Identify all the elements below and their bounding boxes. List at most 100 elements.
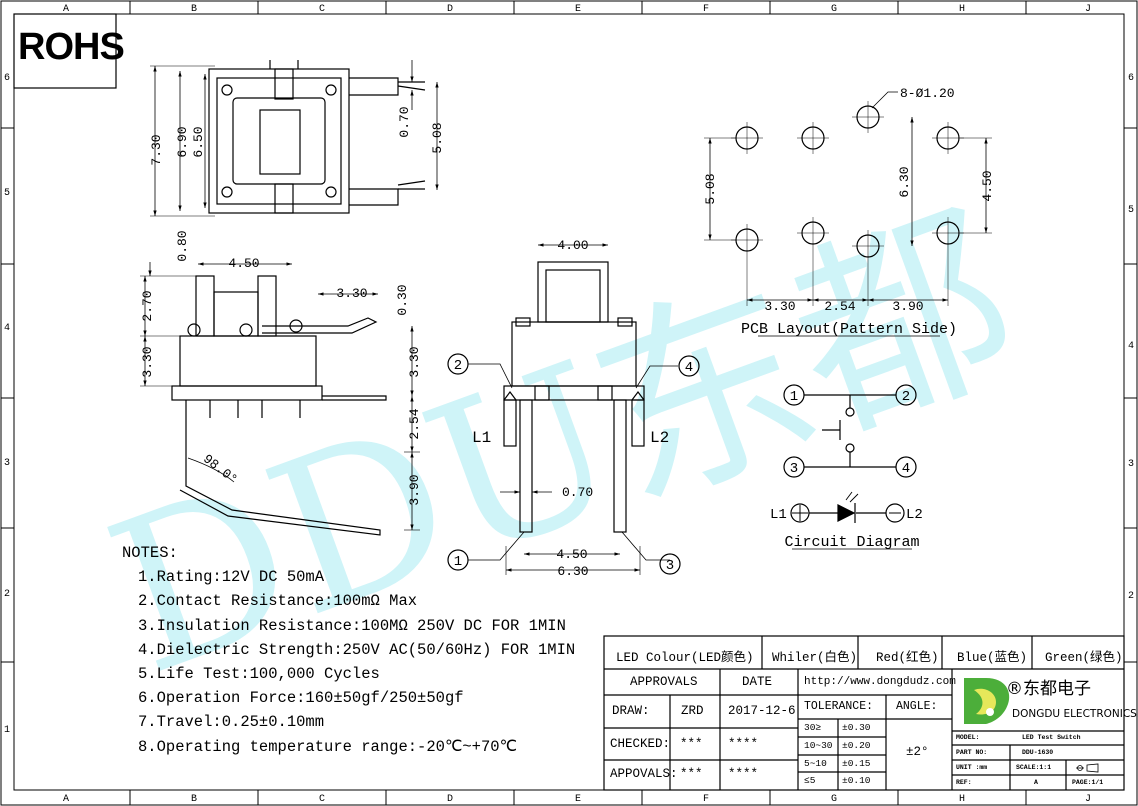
appovals-date: **** (728, 767, 759, 781)
svg-text:2: 2 (1128, 591, 1134, 602)
svg-text:0.30: 0.30 (395, 284, 410, 315)
date-header: DATE (742, 675, 773, 689)
part-no-label: PART NO: (956, 749, 988, 756)
svg-text:4.00: 4.00 (557, 238, 588, 253)
svg-text:E: E (575, 794, 581, 805)
notes-block: NOTES: 1.Rating:12V DC 50mA 2.Contact Re… (122, 541, 575, 759)
inner-border (13, 13, 1125, 791)
pcb-dims: 8-Ø1.20 5.08 6.30 4.50 3.30 2.54 3.90 PC… (703, 86, 995, 338)
tol-range: 30≥ (804, 722, 822, 733)
zone-col-bottom: A (63, 794, 69, 805)
circuit-diagram (783, 384, 917, 550)
svg-text:4: 4 (4, 323, 10, 334)
top-view-dims: 7.30 6.90 6.50 0.70 5.08 (149, 106, 445, 165)
part-no-value: DDU-1630 (1022, 749, 1054, 756)
svg-text:F: F (703, 4, 709, 15)
ref-label: REF: (956, 779, 972, 786)
draw-by: ZRD (681, 704, 704, 718)
svg-text:L2: L2 (650, 429, 669, 447)
svg-text:3.30: 3.30 (336, 286, 367, 301)
pcb-layout (704, 91, 992, 337)
svg-text:4.50: 4.50 (228, 256, 259, 271)
top-view (150, 60, 439, 217)
note-item: 5.Life Test:100,000 Cycles (138, 665, 380, 684)
svg-text:2.70: 2.70 (140, 290, 155, 321)
svg-text:5.08: 5.08 (430, 122, 445, 153)
svg-text:G: G (831, 4, 837, 15)
svg-text:3.90: 3.90 (407, 474, 422, 505)
svg-text:H: H (959, 794, 965, 805)
svg-text:0.70: 0.70 (562, 485, 593, 500)
zone-row-right: 6 (1128, 73, 1134, 84)
zone-row-left: 6 (4, 73, 10, 84)
draw-date: 2017-12-6 (728, 704, 796, 718)
note-item: 8.Operating temperature range:-20℃~+70℃ (138, 737, 517, 756)
svg-text:5.08: 5.08 (703, 173, 718, 204)
svg-text:3: 3 (666, 558, 674, 574)
svg-text:1: 1 (790, 389, 798, 405)
ref-value: A (1034, 779, 1038, 786)
svg-text:D: D (447, 4, 453, 15)
svg-text:1: 1 (454, 554, 462, 570)
model-value: LED Test Switch (1022, 734, 1081, 741)
svg-text:4.50: 4.50 (556, 547, 587, 562)
svg-text:6.30: 6.30 (897, 166, 912, 197)
svg-text:1: 1 (4, 725, 10, 736)
svg-text:3: 3 (1128, 459, 1134, 470)
company-name-cn: ®东都电子 (1006, 679, 1091, 699)
tol-value: ±0.20 (842, 740, 871, 751)
svg-text:D: D (447, 794, 453, 805)
website-url: http://www.dongdudz.com (804, 676, 956, 688)
circuit-caption: Circuit Diagram (784, 534, 919, 551)
rohs-mark: ROHS (18, 26, 125, 68)
svg-text:3.30: 3.30 (407, 346, 422, 377)
svg-text:8-Ø1.20: 8-Ø1.20 (900, 86, 955, 101)
model-label: MODEL: (956, 734, 980, 741)
draw-label: DRAW: (612, 704, 650, 718)
svg-text:4.50: 4.50 (980, 170, 995, 201)
side-view (140, 262, 420, 536)
svg-text:2.54: 2.54 (407, 408, 422, 439)
svg-text:6.50: 6.50 (191, 126, 206, 157)
page-value: PAGE:1/1 (1072, 779, 1104, 786)
notes-heading: NOTES: (122, 544, 178, 562)
svg-text:3.30: 3.30 (764, 299, 795, 314)
svg-text:L1: L1 (472, 429, 491, 447)
front-view-dims: 4.00 0.70 4.50 6.30 L1 L2 1 2 3 4 (454, 238, 693, 579)
note-item: 1.Rating:12V DC 50mA (138, 568, 325, 587)
tol-value: ±0.10 (842, 775, 871, 786)
colour-blue: Blue(蓝色) (957, 651, 1028, 665)
note-item: 6.Operation Force:160±50gf/250±50gf (138, 689, 464, 708)
svg-text:2.54: 2.54 (824, 299, 855, 314)
appovals-label: APPOVALS: (610, 767, 678, 781)
tol-range: 10~30 (804, 740, 833, 751)
svg-text:J: J (1085, 794, 1091, 805)
colour-green: Green(绿色) (1045, 651, 1123, 665)
title-block (603, 635, 1125, 791)
svg-text:4: 4 (1128, 341, 1134, 352)
svg-text:2: 2 (4, 589, 10, 600)
checked-date: **** (728, 737, 759, 751)
svg-text:2: 2 (902, 389, 910, 405)
appovals-by: *** (680, 767, 703, 781)
circuit-labels: 1 2 3 4 L1 L2 Circuit Diagram (770, 389, 923, 551)
tolerance-label: TOLERANCE: (804, 700, 874, 713)
note-item: 3.Insulation Resistance:100MΩ 250V DC FO… (138, 616, 566, 635)
svg-text:E: E (575, 4, 581, 15)
svg-text:6.90: 6.90 (175, 126, 190, 157)
svg-text:G: G (831, 794, 837, 805)
svg-text:H: H (959, 4, 965, 15)
rohs-box (13, 13, 117, 89)
svg-text:C: C (319, 794, 325, 805)
projection-symbol-icon (1076, 763, 1099, 773)
tol-range: 5~10 (804, 758, 827, 769)
svg-text:L1: L1 (770, 507, 787, 523)
svg-text:L2: L2 (906, 507, 923, 523)
tol-range: ≤5 (804, 775, 816, 786)
checked-label: CHECKED: (610, 737, 671, 751)
front-view (447, 243, 700, 575)
svg-text:B: B (191, 794, 197, 805)
